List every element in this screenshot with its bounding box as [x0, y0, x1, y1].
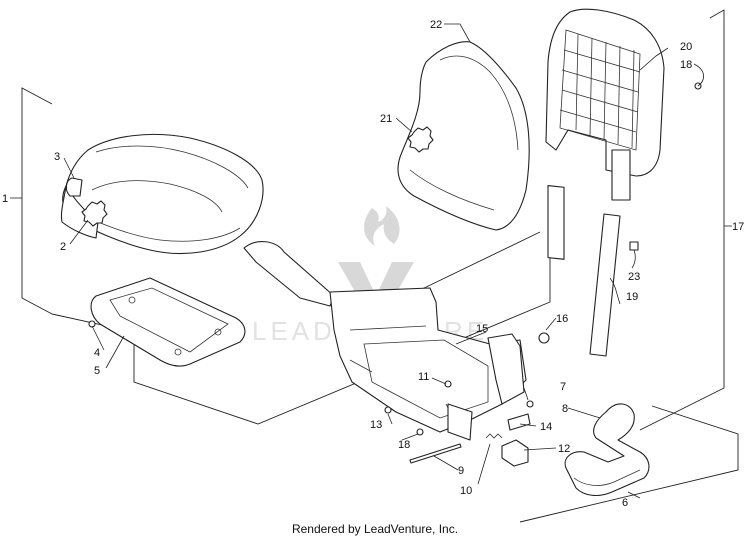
footer-credit: Rendered by LeadVenture, Inc.: [291, 522, 459, 536]
seat-latch: [81, 200, 108, 227]
callout-11: 11: [418, 371, 429, 383]
latch-plate: [507, 413, 531, 431]
seat-hook: [65, 177, 83, 197]
callout-4: 4: [94, 347, 100, 359]
frame-screw: [526, 400, 534, 408]
support-tube: [589, 213, 621, 357]
callout-18-bottom: 18: [398, 439, 410, 451]
bracket-frame-link: [133, 198, 551, 425]
callout-19: 19: [626, 291, 638, 303]
callout-10: 10: [460, 485, 472, 497]
base-bolt-left: [384, 406, 392, 414]
tube-clip: [629, 241, 639, 251]
bracket-handle-6: [519, 405, 739, 523]
callout-17: 17: [732, 221, 744, 233]
callout-14: 14: [540, 421, 552, 433]
callout-8: 8: [562, 403, 568, 415]
long-bolt: [409, 443, 462, 464]
callout-3: 3: [54, 151, 60, 163]
seat-base-frame: [243, 241, 527, 441]
callout-9: 9: [458, 465, 464, 477]
leader-lines: [63, 23, 704, 485]
callout-21: 21: [380, 113, 392, 125]
seat-cushion: [60, 133, 264, 255]
frame-cap: [538, 332, 550, 344]
callout-labels: 1 3 2 4 5 22 21 20 18 17 23 19 15 16 11 …: [2, 19, 744, 509]
callout-7: 7: [560, 381, 566, 393]
latch-spring: [485, 433, 503, 439]
callout-13: 13: [370, 419, 382, 431]
callout-22: 22: [430, 19, 442, 31]
callout-2: 2: [60, 241, 66, 253]
callout-6: 6: [622, 497, 628, 509]
bracket-backrest-17: [639, 9, 725, 431]
callout-15: 15: [476, 323, 488, 335]
callout-16: 16: [556, 313, 568, 325]
backrest-frame: [545, 8, 665, 260]
callout-18-top: 18: [680, 59, 692, 71]
backrest-cushion: [397, 41, 530, 231]
bracket-seat-1: [21, 87, 53, 315]
callout-1: 1: [2, 193, 8, 205]
pan-screw: [88, 320, 96, 328]
callout-20: 20: [680, 41, 692, 53]
callout-12: 12: [558, 443, 570, 455]
backrest-decal: [407, 126, 434, 153]
grab-handle: [564, 403, 650, 497]
seat-latch-body: [501, 439, 529, 467]
base-washer: [416, 428, 424, 436]
callout-23: 23: [628, 271, 640, 283]
seat-pan: [90, 277, 246, 367]
callout-5: 5: [94, 365, 100, 377]
